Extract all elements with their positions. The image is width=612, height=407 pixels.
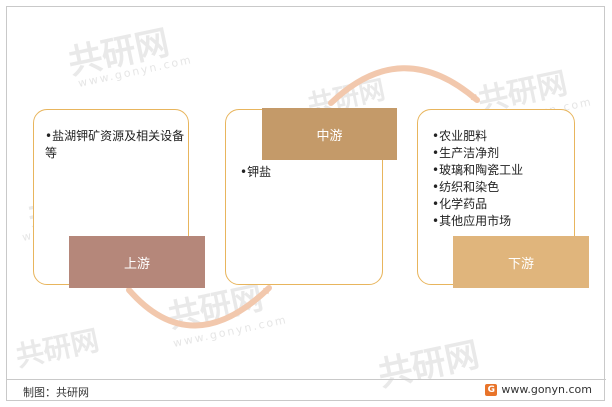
- brand-logo-icon: G: [485, 383, 498, 396]
- list-item: •农业肥料: [432, 129, 488, 143]
- list-item: •盐湖钾矿资源及相关设备等: [45, 129, 185, 160]
- list-item: •纺织和染色: [432, 180, 500, 194]
- source-text: 制图：共研网: [23, 386, 89, 399]
- diagram-frame: 共研网 共研网 共研网 共研网 共研网 共研网 共研网 www.gonyn.co…: [6, 6, 606, 402]
- brand-site: www.gonyn.com: [501, 383, 592, 396]
- list-item: •化学药品: [432, 197, 488, 211]
- upstream-list: •盐湖钾矿资源及相关设备等: [45, 128, 185, 162]
- downstream-label: 下游: [453, 236, 589, 288]
- source-footer: 制图：共研网 G www.gonyn.com: [7, 379, 606, 402]
- list-item: •其他应用市场: [432, 214, 512, 228]
- list-item: •玻璃和陶瓷工业: [432, 163, 524, 177]
- downstream-list: •农业肥料 •生产洁净剂 •玻璃和陶瓷工业 •纺织和染色 •化学药品 •其他应用…: [432, 128, 572, 230]
- arrow-upstream-to-midstream: [126, 285, 272, 329]
- midstream-label: 中游: [262, 108, 397, 160]
- list-item: •生产洁净剂: [432, 146, 500, 160]
- flow-arrows: [126, 65, 480, 329]
- midstream-list: •钾盐: [240, 164, 370, 181]
- upstream-label: 上游: [69, 236, 205, 288]
- list-item: •钾盐: [240, 165, 272, 179]
- brand: G www.gonyn.com: [485, 383, 592, 396]
- arrow-midstream-to-downstream: [328, 65, 480, 106]
